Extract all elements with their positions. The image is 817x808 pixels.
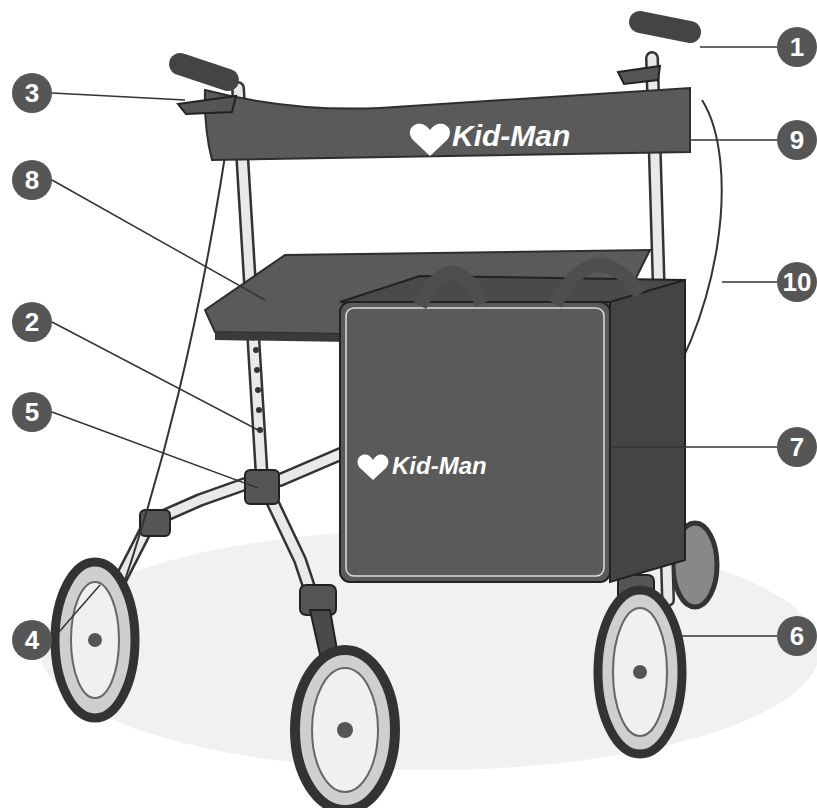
- wheels-part: [633, 665, 647, 679]
- wheels-part: [613, 608, 667, 736]
- callout-text: 10: [783, 267, 812, 298]
- leader-lines-part: [690, 139, 777, 141]
- callout-number: 1: [777, 27, 817, 67]
- leader-lines-part: [52, 412, 258, 488]
- leader-lines-part: [52, 180, 265, 300]
- callout-text: 7: [790, 432, 804, 463]
- backrest: [205, 88, 690, 160]
- joints-part: [140, 510, 170, 536]
- handles-and-brakes: [178, 22, 690, 114]
- brand-logo: Kid-Man: [392, 452, 487, 480]
- callout-text: 4: [25, 625, 39, 656]
- wheels-part: [295, 650, 395, 808]
- callout-number: 3: [12, 73, 52, 113]
- wheels-part: [312, 668, 378, 792]
- leader-lines-part: [682, 635, 777, 637]
- callout-number: 9: [777, 120, 817, 160]
- callout-text: 6: [790, 621, 804, 652]
- joints-part: [245, 470, 279, 504]
- shopping-bag-part: [346, 308, 604, 576]
- leader-lines-part: [52, 322, 258, 430]
- callout-text: 8: [25, 165, 39, 196]
- height-holes-part: [254, 367, 260, 373]
- wheels-part: [598, 590, 682, 754]
- wheels-part: [88, 633, 102, 647]
- brake-cable: [115, 100, 722, 610]
- shopping-bag: [340, 265, 685, 582]
- callout-number: 5: [12, 392, 52, 432]
- height-holes-part: [256, 407, 262, 413]
- height-holes-part: [253, 347, 259, 353]
- callout-number: 6: [777, 616, 817, 656]
- callout-text: 2: [25, 307, 39, 338]
- callout-text: 5: [25, 397, 39, 428]
- wheels-part: [55, 562, 135, 718]
- height-holes: [253, 347, 263, 433]
- callout-text: 9: [790, 125, 804, 156]
- height-holes-part: [255, 387, 261, 393]
- leader-lines-part: [52, 585, 100, 640]
- handles-and-brakes-part: [178, 96, 236, 114]
- brand-logo: Kid-Man: [452, 119, 570, 153]
- leader-lines-part: [722, 281, 777, 283]
- callout-number: 4: [12, 620, 52, 660]
- callout-text: 3: [25, 78, 39, 109]
- wheels-part: [337, 722, 353, 738]
- frame-tube-outline-part: [110, 478, 262, 600]
- shopping-bag-part: [420, 272, 482, 306]
- callout-text: 1: [790, 32, 804, 63]
- handles-and-brakes-part: [640, 22, 690, 32]
- callout-number: 2: [12, 302, 52, 342]
- handles-and-brakes-part: [618, 66, 660, 84]
- leader-lines-part: [700, 46, 777, 48]
- callout-number: 7: [777, 427, 817, 467]
- shopping-bag-part: [555, 265, 640, 304]
- shopping-bag-part: [358, 455, 389, 480]
- backrest-part: [410, 124, 450, 156]
- shopping-bag-part: [610, 280, 685, 582]
- brake-cable-part: [115, 110, 232, 610]
- wheels-part: [71, 582, 119, 698]
- callout-number: 10: [777, 262, 817, 302]
- leader-lines: [52, 47, 777, 640]
- leader-lines-part: [610, 446, 777, 448]
- leader-lines-part: [52, 93, 185, 100]
- callout-number: 8: [12, 160, 52, 200]
- backrest-part: [205, 88, 690, 160]
- handles-and-brakes-part: [180, 64, 228, 80]
- shopping-bag-part: [340, 302, 610, 582]
- wheels: [55, 562, 682, 808]
- frame-tube-part: [110, 478, 262, 600]
